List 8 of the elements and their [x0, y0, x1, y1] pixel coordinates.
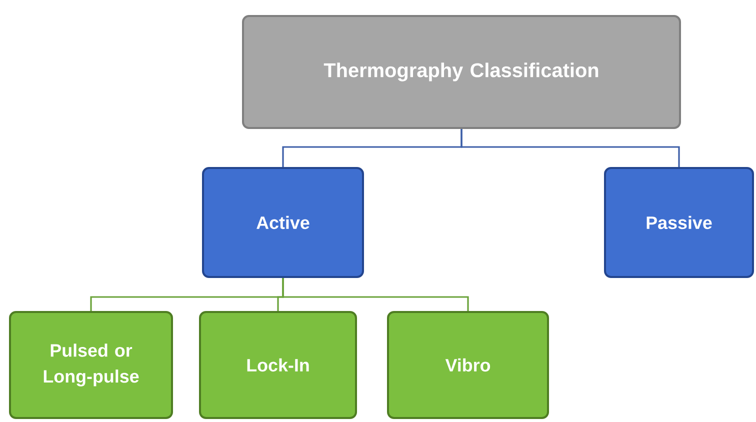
connector — [282, 278, 469, 311]
method-box: Pulsed or Long-pulse — [9, 311, 173, 419]
connector — [460, 129, 680, 167]
category-box: Passive — [604, 167, 754, 278]
category-box: Active — [202, 167, 364, 278]
method-box: Lock-In — [199, 311, 357, 419]
title-box: Thermography Classification — [242, 15, 681, 129]
method-box: Vibro — [387, 311, 549, 419]
